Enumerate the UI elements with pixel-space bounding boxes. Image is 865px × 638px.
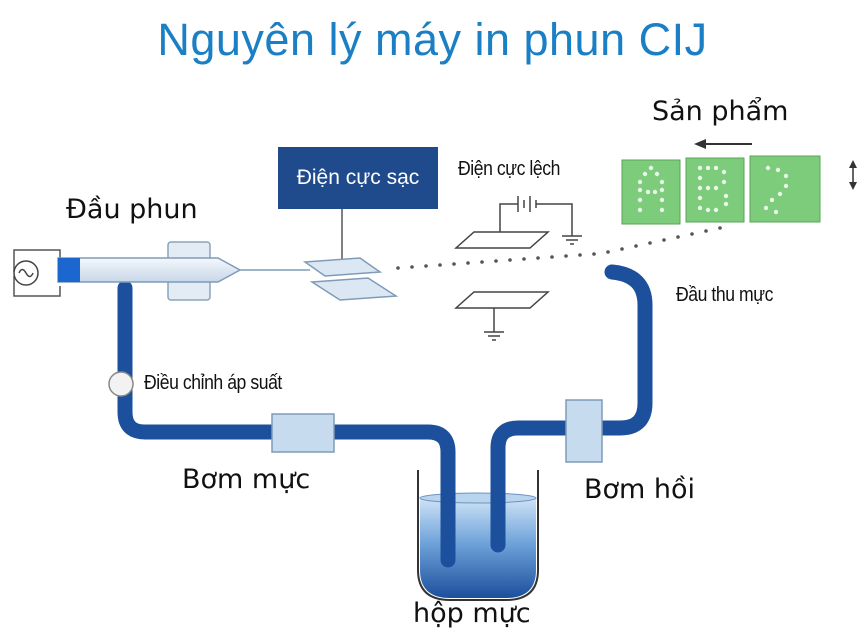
ink-pump-body [271, 413, 335, 453]
battery-icon [499, 196, 573, 232]
charge-electrode-label: Điện cực sạc [296, 166, 420, 189]
ink-tank [417, 470, 539, 601]
ink-tank-label: hộp mực [413, 598, 531, 629]
ink-droplet-stream [396, 226, 722, 270]
ground-icon [484, 232, 582, 341]
nozzle-body [57, 241, 310, 301]
pressure-regulator-valve [108, 371, 134, 397]
charge-electrode-box: Điện cực sạc [278, 147, 438, 209]
pressure-regulator-label: Điều chỉnh áp suất [144, 372, 282, 394]
nozzle-label: Đầu phun [66, 194, 198, 225]
oscillator-icon [13, 249, 61, 297]
diagram-title: Nguyên lý máy in phun CIJ [157, 14, 708, 65]
deflection-electrode-label: Điện cực lệch [458, 158, 560, 180]
arrow-updown-icon [849, 160, 857, 190]
return-pump-body [565, 399, 603, 463]
charge-electrode-plates [302, 209, 399, 301]
arrow-left-icon [694, 139, 752, 149]
return-pump-label: Bơm hồi [584, 474, 696, 505]
product-label: Sản phẩm [652, 96, 789, 127]
product-panel [621, 155, 821, 225]
deflection-plates [454, 231, 550, 309]
ink-pump-label: Bơm mực [182, 464, 311, 495]
gutter-label: Đầu thu mực [676, 284, 773, 306]
